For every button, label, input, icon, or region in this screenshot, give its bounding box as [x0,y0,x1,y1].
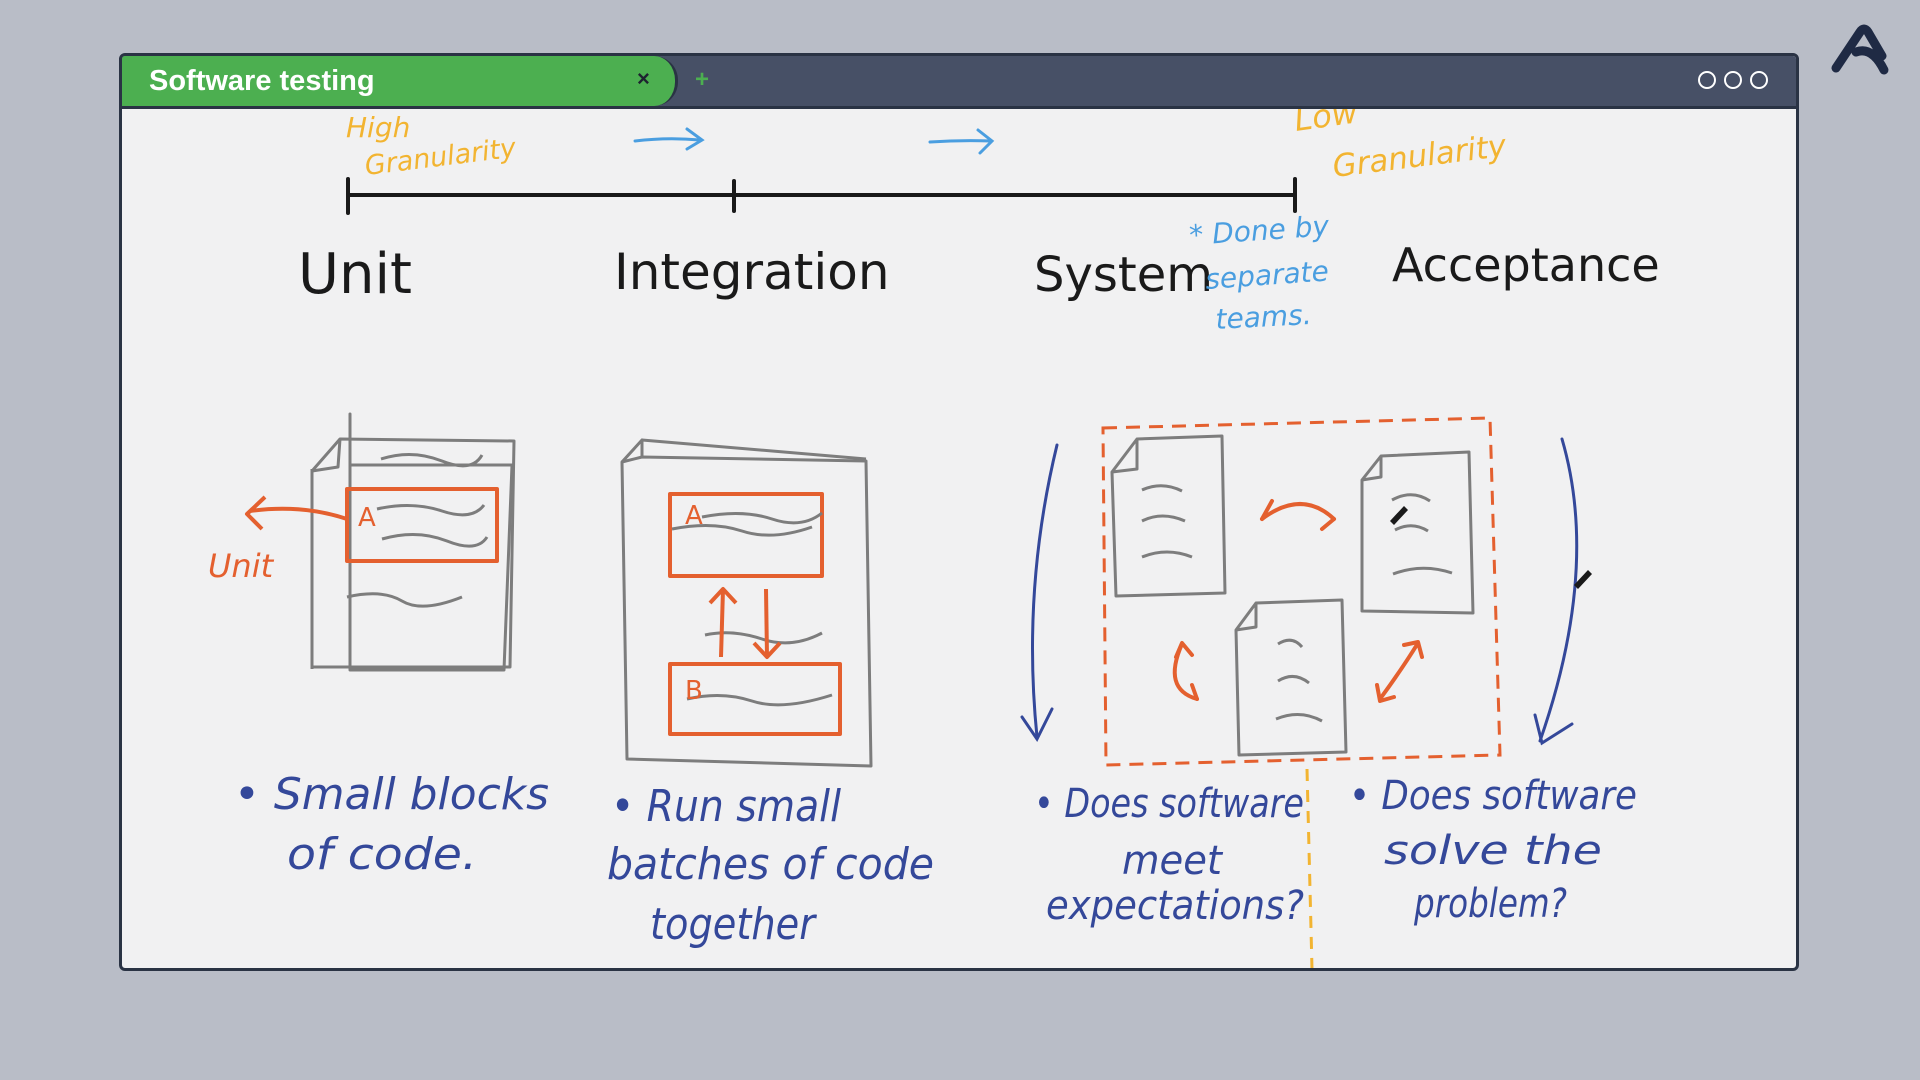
integration-bullet-line-1: • Run small [611,781,842,832]
system-heading: System [1034,247,1213,303]
unit-block [245,487,499,563]
unit-block-label: A [358,503,376,533]
whiteboard-canvas[interactable]: High Granularity Low Granularity Unit In… [122,109,1796,968]
unit-block-lines [376,503,489,548]
unit-bullet-line-2: of code. [287,829,477,880]
system-bullet-line-1: • Does software [1034,781,1304,827]
unit-bullet-line-1: • Small blocks [234,769,549,820]
app-logo-icon [1831,24,1889,75]
window-dot-icon[interactable] [1724,71,1742,89]
acceptance-heading: Acceptance [1392,238,1660,292]
pen-cursor-icon [1390,506,1592,589]
low-granularity-label: Granularity [1331,128,1509,185]
unit-heading: Unit [298,242,412,307]
arrow-icon [633,127,995,155]
system-bullet-line-2: meet [1122,838,1223,884]
integration-block-b-label: B [685,676,703,706]
divider-line [1305,768,1314,968]
interaction-arrows [1172,499,1424,703]
tab-title: Software testing [149,65,375,97]
note-line-1: * Done by [1188,209,1330,252]
tab-software-testing[interactable]: Software testing × [122,56,678,106]
system-component-documents [1110,434,1475,757]
integration-block-lines [686,511,833,707]
high-label: High [346,111,410,144]
integration-document-icon [620,438,873,768]
integration-bullet-line-3: together [650,899,818,950]
title-bar: Software testing × + [122,56,1796,109]
window-dot-icon[interactable] [1750,71,1768,89]
acceptance-bullet-line-1: • Does software [1349,773,1637,819]
flow-arrows [1020,437,1579,746]
plus-icon[interactable]: + [694,66,709,93]
window-dot-icon[interactable] [1698,71,1716,89]
acceptance-bullet-line-3: problem? [1413,881,1567,927]
integration-bullet-line-2: batches of code [607,839,934,890]
note-line-3: teams. [1215,298,1313,336]
acceptance-bullet-line-2: solve the [1384,828,1602,874]
integration-heading: Integration [614,243,890,301]
system-boundary [1101,416,1502,767]
window-controls[interactable] [1698,71,1768,89]
integration-blocks [668,492,842,736]
system-bullet-line-3: expectations? [1046,883,1304,929]
granularity-axis [346,177,1297,215]
unit-document-icon [310,412,516,672]
unit-arrow-label: Unit [208,547,275,585]
whiteboard-window: Software testing × + High Granularity Lo… [119,53,1799,971]
low-label: Low [1292,109,1361,139]
note-line-2: separate [1204,254,1330,296]
close-icon[interactable]: × [637,66,650,91]
integration-block-a-label: A [685,501,703,531]
